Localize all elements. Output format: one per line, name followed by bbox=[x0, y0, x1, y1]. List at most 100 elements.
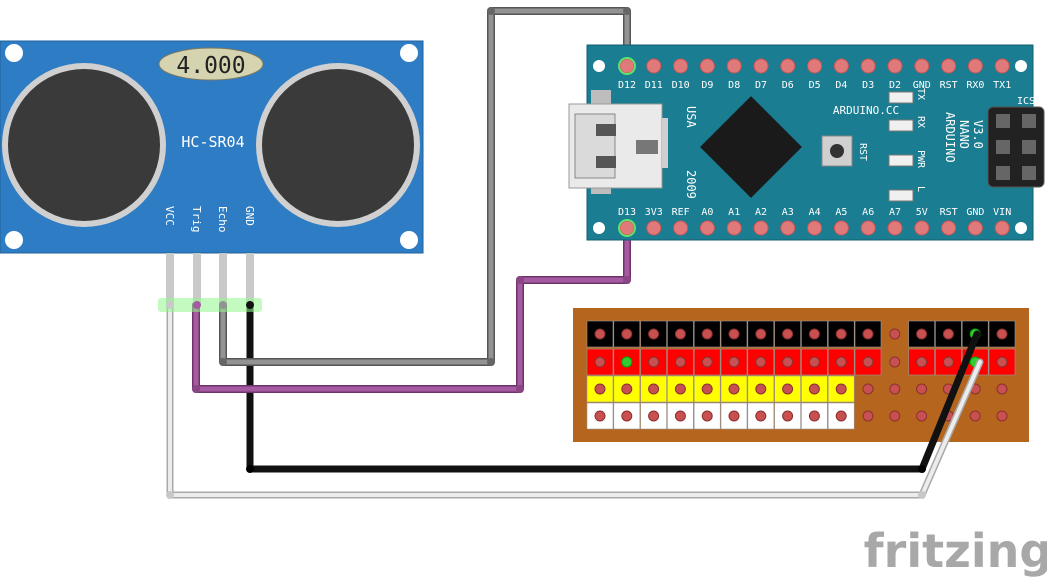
breadboard-hole[interactable] bbox=[728, 410, 740, 422]
icsp-label: ICSP bbox=[1017, 96, 1041, 107]
pin-top-d7[interactable] bbox=[753, 58, 769, 74]
pin-bottom-a6[interactable] bbox=[860, 220, 876, 236]
breadboard-hole[interactable] bbox=[862, 328, 874, 340]
breadboard-hole[interactable] bbox=[835, 356, 847, 368]
breadboard-hole[interactable] bbox=[728, 383, 740, 395]
breadboard-hole[interactable] bbox=[835, 328, 847, 340]
breadboard-hole[interactable] bbox=[782, 328, 794, 340]
breadboard-hole[interactable] bbox=[701, 328, 713, 340]
breadboard-hole[interactable] bbox=[701, 356, 713, 368]
breadboard-hole[interactable] bbox=[755, 383, 767, 395]
breadboard-hole[interactable] bbox=[782, 383, 794, 395]
breadboard-hole[interactable] bbox=[648, 410, 660, 422]
pin-bottom-3v3[interactable] bbox=[646, 220, 662, 236]
sensor-pin-label-echo: Echo bbox=[216, 206, 229, 233]
breadboard-hole[interactable] bbox=[648, 383, 660, 395]
pin-top-rx0[interactable] bbox=[967, 58, 983, 74]
pin-top-label: RST bbox=[940, 80, 958, 91]
breadboard-hole[interactable] bbox=[674, 383, 686, 395]
pin-top-d5[interactable] bbox=[807, 58, 823, 74]
breadboard-hole[interactable] bbox=[594, 328, 606, 340]
pin-top-d10[interactable] bbox=[673, 58, 689, 74]
breadboard-hole[interactable] bbox=[621, 356, 633, 368]
pin-top-d4[interactable] bbox=[833, 58, 849, 74]
sensor-pin-legs bbox=[158, 253, 262, 312]
breadboard-hole[interactable] bbox=[648, 328, 660, 340]
breadboard-hole[interactable] bbox=[621, 383, 633, 395]
pin-bottom-rst[interactable] bbox=[941, 220, 957, 236]
breadboard-hole[interactable] bbox=[916, 383, 928, 395]
breadboard-hole[interactable] bbox=[889, 383, 901, 395]
breadboard-hole[interactable] bbox=[808, 410, 820, 422]
breadboard-hole[interactable] bbox=[728, 328, 740, 340]
breadboard-hole[interactable] bbox=[889, 356, 901, 368]
breadboard-hole[interactable] bbox=[674, 410, 686, 422]
breadboard-hole[interactable] bbox=[942, 328, 954, 340]
breadboard-hole[interactable] bbox=[969, 410, 981, 422]
pin-bottom-a4[interactable] bbox=[807, 220, 823, 236]
sensor-pin-label-gnd: GND bbox=[243, 206, 256, 226]
breadboard-hole[interactable] bbox=[782, 356, 794, 368]
breadboard-hole[interactable] bbox=[648, 356, 660, 368]
pin-bottom-5v[interactable] bbox=[914, 220, 930, 236]
pin-top-d8[interactable] bbox=[726, 58, 742, 74]
status-leds bbox=[888, 91, 914, 202]
breadboard-hole[interactable] bbox=[835, 410, 847, 422]
breadboard-hole[interactable] bbox=[621, 410, 633, 422]
pin-top-gnd[interactable] bbox=[914, 58, 930, 74]
pin-top-d12[interactable] bbox=[619, 58, 635, 74]
pin-top-d2[interactable] bbox=[887, 58, 903, 74]
breadboard-hole[interactable] bbox=[889, 410, 901, 422]
pin-bottom-a0[interactable] bbox=[699, 220, 715, 236]
breadboard-hole[interactable] bbox=[594, 356, 606, 368]
breadboard-hole[interactable] bbox=[808, 383, 820, 395]
pin-bottom-a3[interactable] bbox=[780, 220, 796, 236]
breadboard-hole[interactable] bbox=[862, 383, 874, 395]
pin-top-rst[interactable] bbox=[941, 58, 957, 74]
breadboard-hole[interactable] bbox=[674, 356, 686, 368]
pin-top-label: D2 bbox=[889, 80, 901, 91]
breadboard-hole[interactable] bbox=[808, 328, 820, 340]
breadboard-hole[interactable] bbox=[755, 328, 767, 340]
pin-top-d9[interactable] bbox=[699, 58, 715, 74]
breadboard-hole[interactable] bbox=[594, 410, 606, 422]
pin-bottom-vin[interactable] bbox=[994, 220, 1010, 236]
breadboard-hole[interactable] bbox=[996, 410, 1008, 422]
breadboard-hole[interactable] bbox=[835, 383, 847, 395]
pin-bottom-gnd[interactable] bbox=[967, 220, 983, 236]
breadboard-hole[interactable] bbox=[594, 383, 606, 395]
pin-bottom-ref[interactable] bbox=[673, 220, 689, 236]
pin-bottom-a5[interactable] bbox=[833, 220, 849, 236]
breadboard-hole[interactable] bbox=[782, 410, 794, 422]
pin-top-d11[interactable] bbox=[646, 58, 662, 74]
breadboard-hole[interactable] bbox=[996, 328, 1008, 340]
breadboard-hole[interactable] bbox=[808, 356, 820, 368]
breadboard-hole[interactable] bbox=[942, 356, 954, 368]
breadboard-hole[interactable] bbox=[996, 356, 1008, 368]
breadboard-hole[interactable] bbox=[996, 383, 1008, 395]
breadboard-hole[interactable] bbox=[621, 328, 633, 340]
led-label-pwr: PWR bbox=[915, 150, 926, 169]
breadboard-hole[interactable] bbox=[916, 328, 928, 340]
pin-bottom-d13[interactable] bbox=[619, 220, 635, 236]
breadboard-hole[interactable] bbox=[889, 328, 901, 340]
breadboard-hole[interactable] bbox=[862, 410, 874, 422]
breadboard-hole[interactable] bbox=[701, 410, 713, 422]
pin-bottom-a1[interactable] bbox=[726, 220, 742, 236]
breadboard-hole[interactable] bbox=[755, 356, 767, 368]
pin-bottom-a7[interactable] bbox=[887, 220, 903, 236]
pin-bottom-a2[interactable] bbox=[753, 220, 769, 236]
pin-bottom-label: A3 bbox=[782, 207, 794, 218]
breadboard-hole[interactable] bbox=[755, 410, 767, 422]
pin-top-d6[interactable] bbox=[780, 58, 796, 74]
breadboard-hole[interactable] bbox=[701, 383, 713, 395]
breadboard-hole[interactable] bbox=[916, 410, 928, 422]
breadboard-hole[interactable] bbox=[862, 356, 874, 368]
breadboard-hole[interactable] bbox=[674, 328, 686, 340]
breadboard-hole[interactable] bbox=[916, 356, 928, 368]
breadboard-hole[interactable] bbox=[728, 356, 740, 368]
pin-top-tx1[interactable] bbox=[994, 58, 1010, 74]
pin-top-d3[interactable] bbox=[860, 58, 876, 74]
